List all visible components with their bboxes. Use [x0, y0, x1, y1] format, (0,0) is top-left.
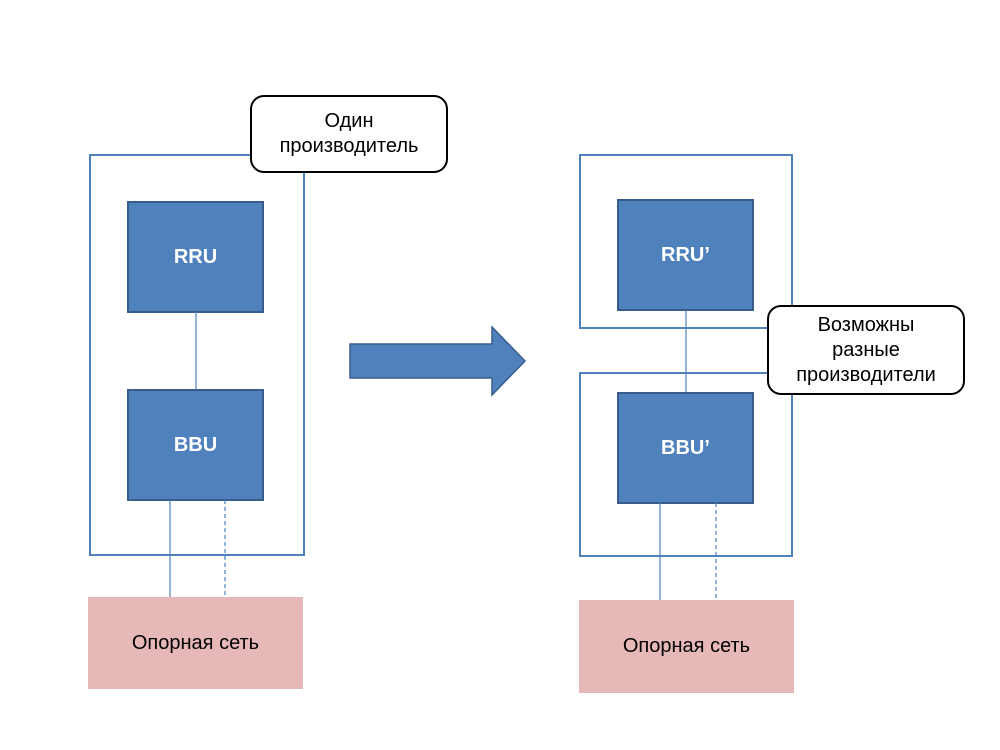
right-rru-label: RRU’	[661, 243, 710, 266]
right-rru-block	[617, 199, 754, 311]
multi-vendor-callout-line1: Возможны	[817, 313, 915, 336]
single-vendor-callout-line1: Один	[324, 110, 374, 132]
transition-arrow	[349, 325, 527, 397]
right-core-network-label: Опорная сеть	[622, 635, 751, 657]
left-bbu-label: BBU	[173, 433, 218, 456]
left-core-network-label: Опорная сеть	[131, 631, 260, 654]
right-bbu-label: BBU’	[661, 436, 710, 459]
multi-vendor-callout: Возможны разные производители	[767, 305, 965, 395]
left-core-network-block	[88, 597, 303, 689]
left-bbu-block	[127, 389, 264, 501]
multi-vendor-callout-line2: разные	[832, 338, 900, 361]
left-vendor-frame	[89, 154, 305, 556]
right-bbu-block	[617, 392, 754, 504]
left-rru-label: RRU	[173, 245, 218, 268]
right-core-network-block	[579, 600, 794, 693]
single-vendor-callout: Один производитель	[250, 95, 448, 173]
single-vendor-callout-line2: производитель	[279, 135, 419, 157]
multi-vendor-callout-line3: производители	[796, 363, 936, 386]
